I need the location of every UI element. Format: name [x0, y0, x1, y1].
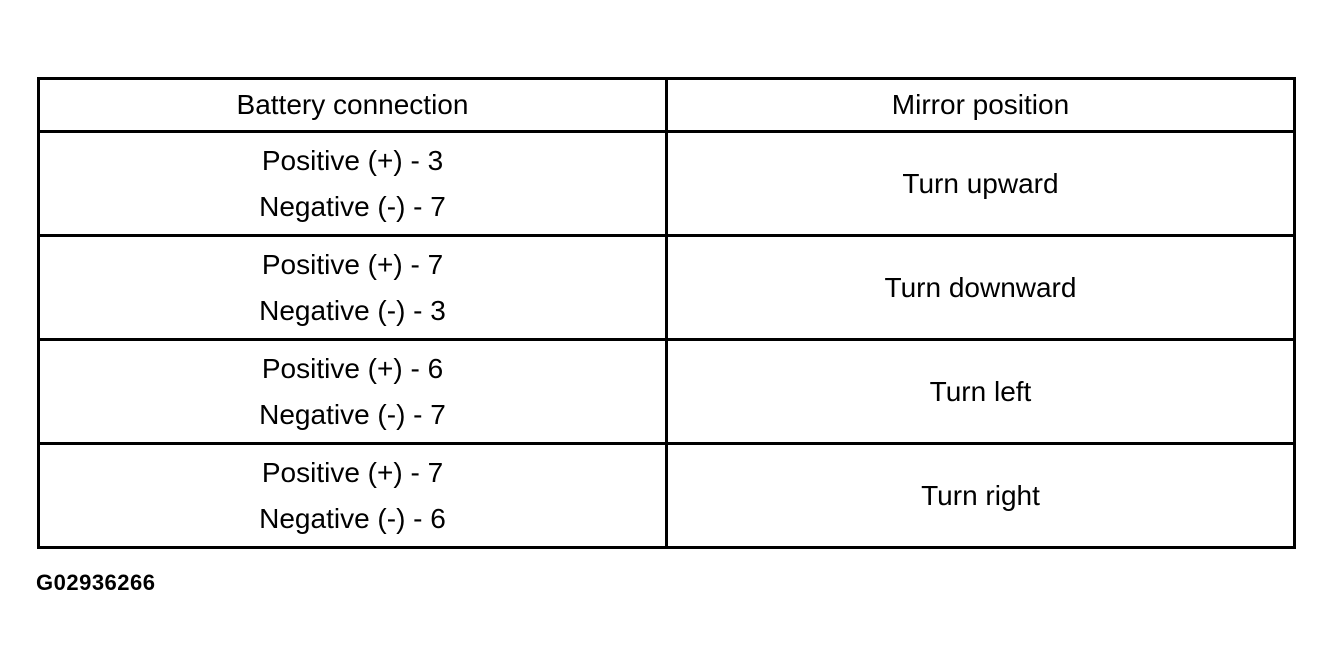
- battery-positive-line: Positive (+) - 3: [261, 144, 444, 176]
- battery-negative-line: Negative (-) - 7: [259, 398, 446, 430]
- mirror-position-cell: Turn left: [665, 338, 1296, 445]
- battery-connection-cell: Positive (+) - 7 Negative (-) - 6: [37, 442, 668, 549]
- battery-positive-line: Positive (+) - 6: [261, 352, 444, 384]
- table-row: Positive (+) - 7 Negative (-) - 3 Turn d…: [37, 234, 1296, 341]
- table-row: Positive (+) - 7 Negative (-) - 6 Turn r…: [37, 442, 1296, 549]
- header-row: Battery connection Mirror position: [37, 77, 1296, 133]
- battery-positive-line: Positive (+) - 7: [261, 456, 444, 488]
- mirror-position-cell: Turn downward: [665, 234, 1296, 341]
- battery-mirror-table: Battery connection Mirror position Posit…: [37, 77, 1296, 549]
- table-header: Battery connection Mirror position: [37, 77, 1296, 133]
- table-row: Positive (+) - 6 Negative (-) - 7 Turn l…: [37, 338, 1296, 445]
- header-mirror-position: Mirror position: [665, 77, 1296, 133]
- battery-connection-cell: Positive (+) - 3 Negative (-) - 7: [37, 130, 668, 237]
- figure-id-label: G02936266: [36, 570, 156, 595]
- table-row: Positive (+) - 3 Negative (-) - 7 Turn u…: [37, 130, 1296, 237]
- battery-positive-line: Positive (+) - 7: [261, 248, 444, 280]
- battery-negative-line: Negative (-) - 7: [259, 190, 446, 222]
- battery-negative-line: Negative (-) - 3: [259, 294, 446, 326]
- battery-negative-line: Negative (-) - 6: [259, 502, 446, 534]
- header-battery-connection: Battery connection: [37, 77, 668, 133]
- battery-connection-cell: Positive (+) - 7 Negative (-) - 3: [37, 234, 668, 341]
- battery-connection-cell: Positive (+) - 6 Negative (-) - 7: [37, 338, 668, 445]
- mirror-position-cell: Turn right: [665, 442, 1296, 549]
- mirror-position-cell: Turn upward: [665, 130, 1296, 237]
- table-body: Positive (+) - 3 Negative (-) - 7 Turn u…: [37, 130, 1296, 549]
